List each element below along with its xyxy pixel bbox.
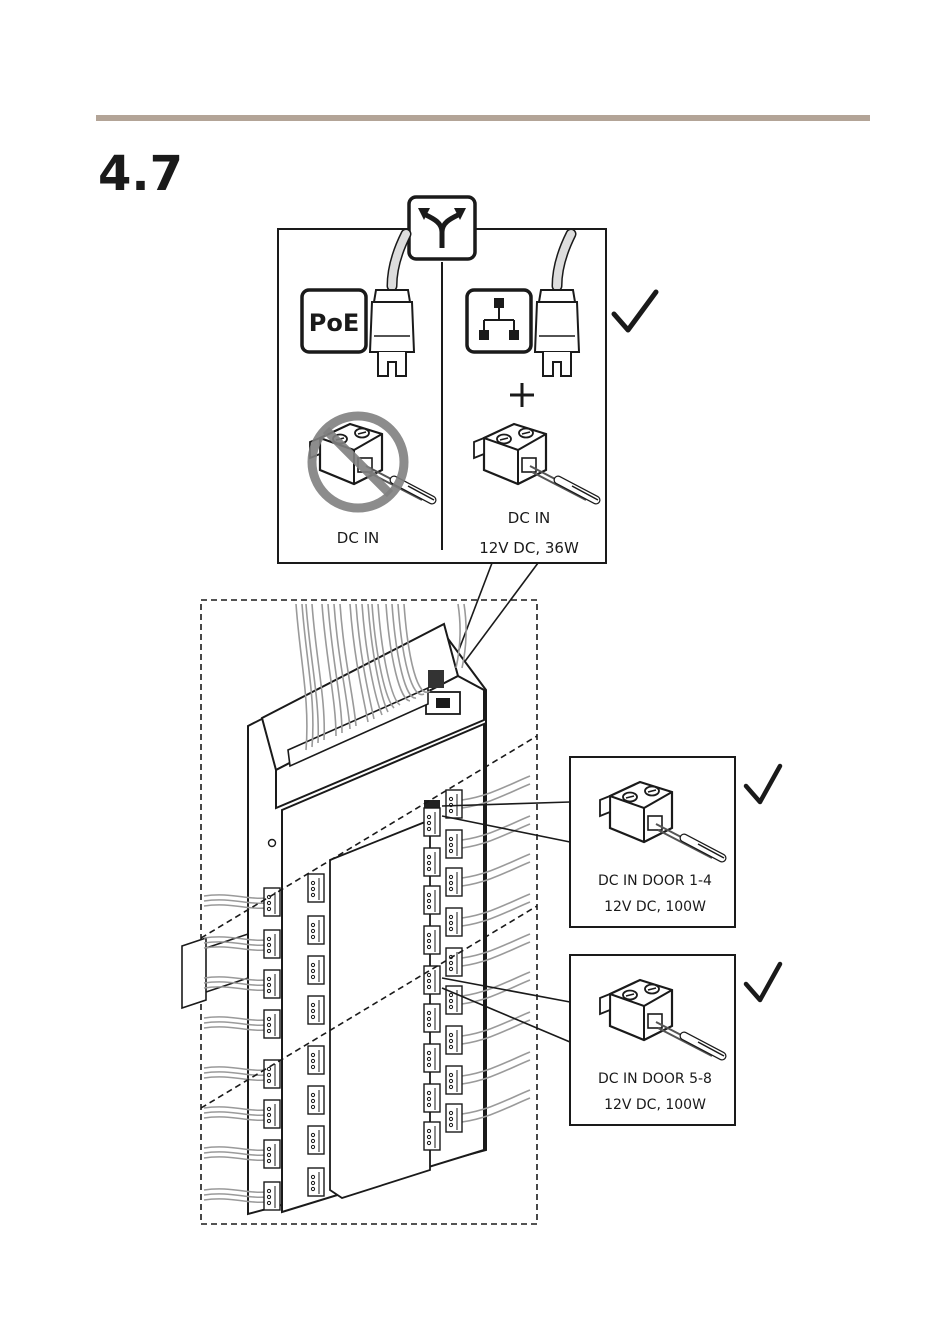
wiring-terminal <box>446 868 462 896</box>
poe-icon: PoE <box>302 290 366 352</box>
wiring-terminal <box>446 1026 462 1054</box>
wiring-terminal <box>308 1168 324 1196</box>
wiring-terminal <box>264 888 280 916</box>
wiring-terminal <box>424 848 440 876</box>
wiring-terminal <box>308 1086 324 1114</box>
callout-2-line1: DC IN DOOR 5-8 <box>598 1071 712 1087</box>
wiring-terminal <box>446 1066 462 1094</box>
checkmark-icon <box>614 292 656 330</box>
wiring-terminal <box>308 956 324 984</box>
split-arrow-icon <box>409 197 475 259</box>
callout-door-1-4: DC IN DOOR 1-4 12V DC, 100W <box>442 757 780 927</box>
wiring-terminal <box>308 916 324 944</box>
right-caption-line2: 12V DC, 36W <box>479 539 579 557</box>
wiring-terminal <box>424 1044 440 1072</box>
wiring-terminal <box>264 1140 280 1168</box>
callout-1-line1: DC IN DOOR 1-4 <box>598 873 712 889</box>
wiring-terminal <box>446 908 462 936</box>
wiring-terminal <box>424 808 440 836</box>
callout-2-line2: 12V DC, 100W <box>604 1097 706 1113</box>
left-caption: DC IN <box>337 529 379 547</box>
wiring-terminal <box>308 996 324 1024</box>
network-icon <box>467 290 531 352</box>
wiring-terminal <box>446 830 462 858</box>
wiring-terminal <box>264 1100 280 1128</box>
wiring-terminal <box>446 790 462 818</box>
right-caption-line1: DC IN <box>508 509 550 527</box>
wiring-terminal <box>264 1010 280 1038</box>
checkmark-icon <box>746 766 780 802</box>
wiring-terminal <box>264 1182 280 1210</box>
poe-label: PoE <box>309 309 359 337</box>
wiring-terminal <box>424 1122 440 1150</box>
wiring-terminal <box>264 1060 280 1088</box>
wiring-terminal <box>424 926 440 954</box>
wiring-terminal <box>446 1104 462 1132</box>
wiring-terminal <box>308 874 324 902</box>
callout-1-line2: 12V DC, 100W <box>604 899 706 915</box>
wiring-terminal <box>424 966 440 994</box>
wiring-terminal <box>424 1004 440 1032</box>
wiring-terminal <box>424 1084 440 1112</box>
callout-door-5-8: DC IN DOOR 5-8 12V DC, 100W <box>442 955 780 1125</box>
wiring-terminal <box>264 930 280 958</box>
wiring-terminal <box>308 1046 324 1074</box>
wiring-terminal <box>264 970 280 998</box>
wiring-terminal <box>424 886 440 914</box>
checkmark-icon <box>746 964 780 1000</box>
wiring-terminal <box>308 1126 324 1154</box>
